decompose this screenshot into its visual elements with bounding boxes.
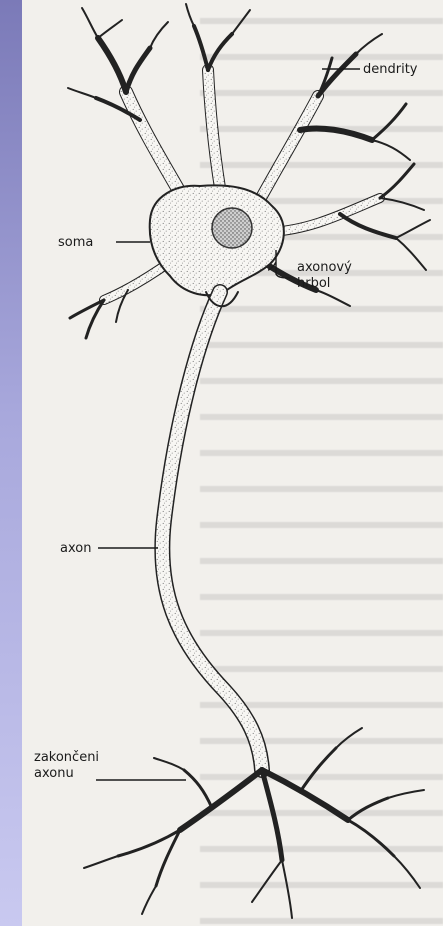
label-axon-terminal: zakončeni axonu xyxy=(34,750,99,782)
label-axon: axon xyxy=(60,541,91,557)
label-soma: soma xyxy=(58,235,93,251)
axon-shape xyxy=(162,292,262,770)
label-axon-terminal-line2: axonu xyxy=(34,766,99,782)
label-axon-hillock-line2: hrbol xyxy=(297,276,352,292)
label-axon-hillock-line1: axonový xyxy=(297,260,352,276)
label-axon-terminal-line1: zakončeni xyxy=(34,750,99,766)
label-dendrites: dendrity xyxy=(363,62,418,78)
label-axon-hillock: axonový hrbol xyxy=(297,260,352,292)
leader-lines xyxy=(96,69,360,780)
nucleus xyxy=(212,208,252,248)
dendrites xyxy=(68,4,430,338)
